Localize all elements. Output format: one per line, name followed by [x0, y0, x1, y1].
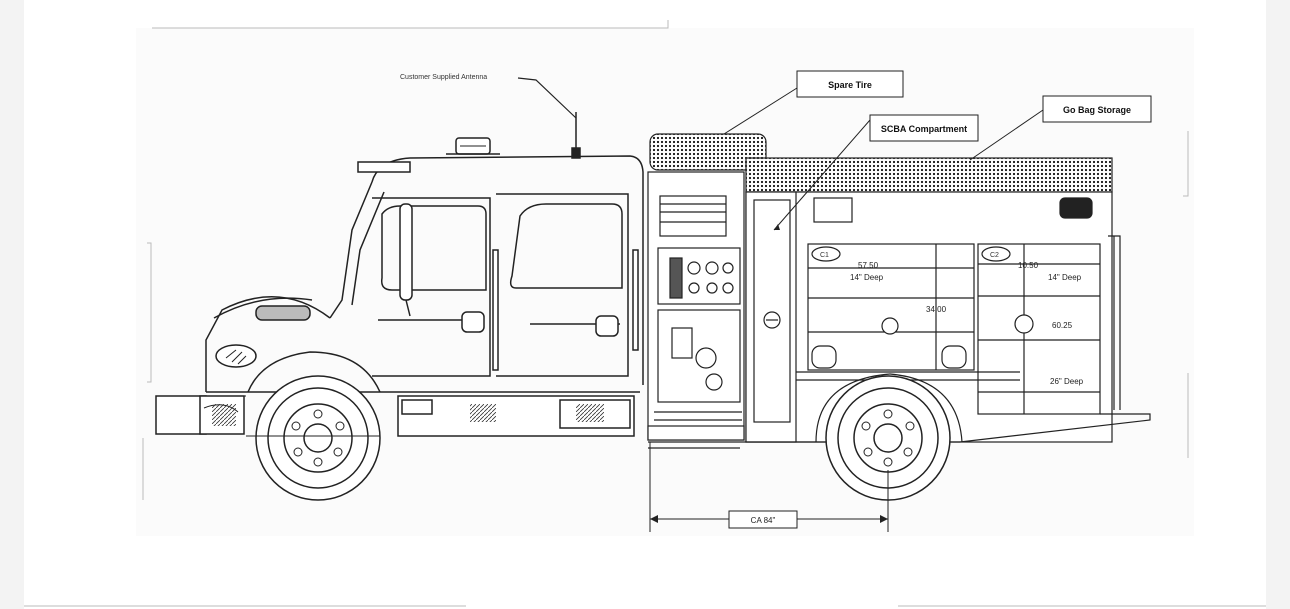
go-bag-label: Go Bag Storage — [1063, 105, 1131, 115]
ca-label: CA 84" — [751, 516, 776, 525]
c2-width: 10.50 — [1018, 261, 1039, 270]
dimension-labels: C1 57.50 14" Deep 34.00 C2 10.50 14" Dee… — [820, 252, 1084, 386]
callout-go-bag: Go Bag Storage — [969, 95, 1152, 161]
front-wheel — [255, 375, 381, 501]
antenna-label: Customer Supplied Antenna — [400, 74, 487, 81]
apparatus-body — [648, 157, 1151, 449]
frame-lines — [24, 20, 1266, 607]
frame-rail — [156, 395, 380, 437]
ca-dimension: CA 84" — [649, 442, 889, 532]
c1-height: 34.00 — [926, 305, 947, 314]
c1-width: 57.50 — [858, 261, 879, 270]
spare-tire-label: Spare Tire — [828, 80, 872, 90]
callout-antenna: Customer Supplied Antenna — [400, 74, 577, 119]
callout-scba: SCBA Compartment — [773, 114, 979, 231]
c2-id: C2 — [990, 252, 999, 259]
pump-panel — [647, 171, 745, 441]
c2-lower-depth: 26" Deep — [1050, 377, 1084, 386]
antenna — [571, 112, 581, 159]
c1-depth: 14" Deep — [850, 273, 884, 282]
c2-height: 60.25 — [1052, 321, 1073, 330]
cab — [155, 137, 644, 437]
scba-label: SCBA Compartment — [881, 124, 967, 134]
callout-spare-tire: Spare Tire — [723, 70, 904, 135]
spare-tire-box — [649, 133, 767, 171]
c2-depth: 14" Deep — [1048, 273, 1082, 282]
c1-id: C1 — [820, 252, 829, 259]
